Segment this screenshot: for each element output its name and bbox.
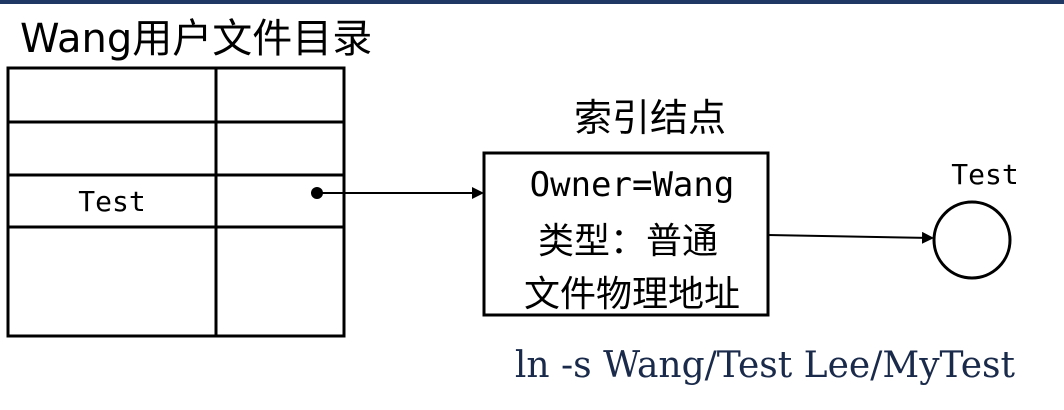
directory-table: Test [6,66,346,338]
target-file-circle [932,200,1012,280]
directory-entry-name: Test [78,185,145,218]
pointer-arrow-to-file [767,231,934,244]
inode-type: 类型：普通 [538,221,718,262]
inode-title: 索引结点 [574,96,726,140]
inode-box: Owner=Wang 类型：普通 文件物理地址 [482,151,770,317]
inode-owner: Owner=Wang [530,165,735,205]
command-text: ln -s Wang/Test Lee/MyTest [515,345,1016,386]
inode-address: 文件物理地址 [524,274,740,315]
directory-table-border [6,66,346,338]
target-file-label: Test [951,158,1018,191]
inode-box-border [482,151,770,317]
directory-title: Wang用户文件目录 [20,16,372,62]
